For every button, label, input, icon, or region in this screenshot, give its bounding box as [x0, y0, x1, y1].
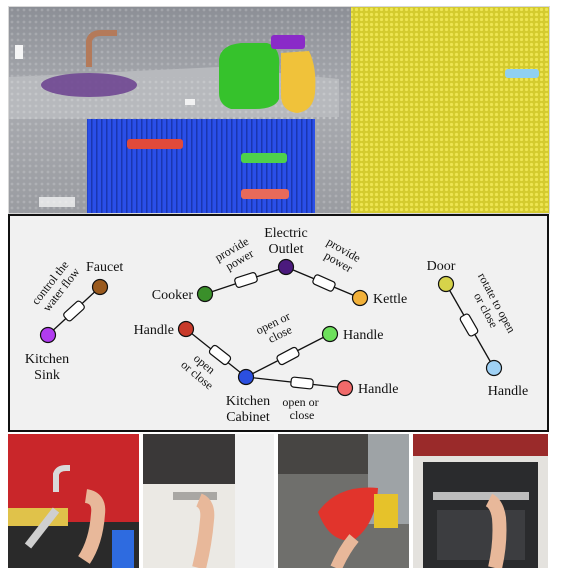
node-label-cabinet-2: Cabinet	[226, 410, 270, 425]
node-label-sink-2: Sink	[34, 368, 60, 383]
door-handle-cloud	[505, 69, 539, 78]
photo-chair-interaction	[278, 434, 409, 568]
node-label-cabinet-1: Kitchen	[226, 394, 270, 409]
node-handle-green	[321, 325, 339, 343]
cabinet-handle-green-cloud	[241, 153, 287, 163]
node-label-door: Door	[427, 259, 456, 274]
edge-cabinet-handle-pink: open or close	[245, 376, 346, 422]
node-handle-pink	[336, 379, 354, 397]
svg-text:provide power: provide power	[318, 235, 366, 278]
svg-text:provide power: provide power	[212, 233, 260, 276]
sink-cloud	[41, 73, 137, 97]
node-kitchen-cabinet	[237, 368, 255, 386]
node-label-sink-1: Kitchen	[25, 352, 69, 367]
node-label-handle-green: Handle	[343, 328, 383, 343]
node-kitchen-sink	[39, 326, 57, 344]
photo-sink-art	[8, 434, 139, 568]
edge-label: close	[290, 408, 315, 422]
node-label-handle-blue: Handle	[488, 384, 528, 399]
node-handle-blue	[485, 359, 503, 377]
cabinet-handle-pink-cloud	[241, 189, 289, 199]
outlet-cloud	[271, 35, 305, 49]
node-faucet	[91, 278, 109, 296]
articulation-graph: control the water flow provide power pro…	[8, 214, 549, 432]
edge-label: open or	[282, 395, 318, 409]
node-handle-left	[177, 320, 195, 338]
kettle-cloud	[281, 51, 316, 113]
point-cloud-illustration	[9, 7, 549, 213]
edge-door-handle: rotate to open or close	[445, 270, 518, 369]
faucet-cloud	[86, 30, 117, 67]
photo-cabinet-interaction	[143, 434, 274, 568]
point-cloud-scene	[8, 6, 550, 214]
cabinet-handle-red-cloud	[127, 139, 183, 149]
photo-chair-art	[278, 434, 409, 568]
node-label-handle-pink: Handle	[358, 382, 398, 397]
cooker-cloud	[219, 43, 280, 109]
edge-cabinet-handle-green: open or close	[245, 307, 331, 378]
node-door	[437, 275, 455, 293]
node-label-outlet-1: Electric	[264, 226, 308, 241]
graph-svg: control the water flow provide power pro…	[25, 226, 528, 425]
svg-text:open or close: open or close	[254, 307, 301, 349]
node-label-outlet-2: Outlet	[269, 242, 304, 257]
node-electric-outlet	[277, 258, 295, 276]
photo-cabinet-art	[143, 434, 274, 568]
photo-oven-interaction	[413, 434, 548, 568]
node-label-kettle: Kettle	[373, 292, 407, 307]
photo-sink-interaction	[8, 434, 139, 568]
svg-text:open or close: open or close	[282, 395, 321, 422]
node-kettle	[351, 289, 369, 307]
edge-cabinet-handle-left: open or close	[178, 328, 247, 392]
door-cloud	[351, 7, 549, 213]
node-label-cooker: Cooker	[152, 288, 194, 303]
node-cooker	[196, 285, 214, 303]
photo-oven-art	[413, 434, 548, 568]
node-label-handle-left: Handle	[134, 323, 174, 338]
node-label-faucet: Faucet	[86, 260, 123, 275]
